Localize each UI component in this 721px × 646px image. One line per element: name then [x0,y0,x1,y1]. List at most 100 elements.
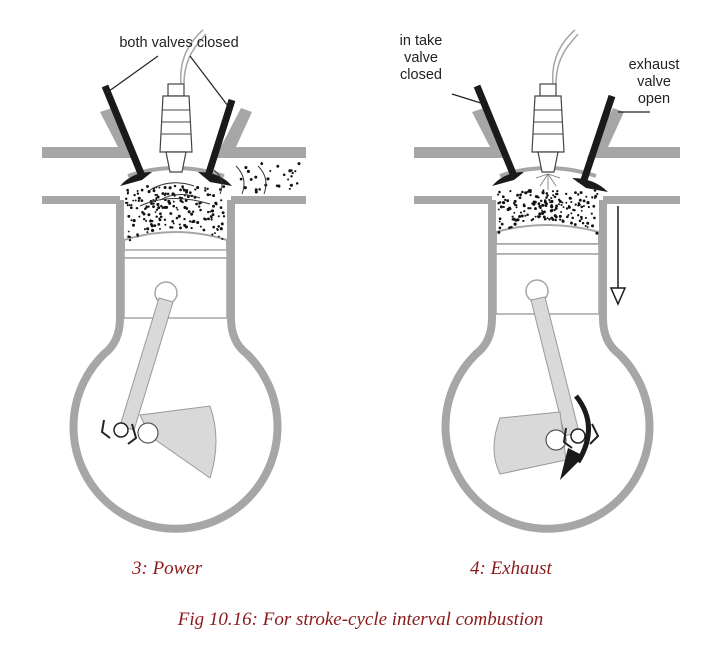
particle [577,202,580,205]
particle [518,196,522,200]
particle [565,207,569,210]
particle [207,210,210,214]
particle [592,204,596,208]
particle [561,219,565,223]
particle [297,162,301,166]
particle [595,231,599,235]
particle [172,200,175,203]
particle [249,177,253,181]
particle [183,223,187,227]
particle [537,196,540,199]
particle [260,162,264,166]
particle [529,194,532,197]
particle [290,175,293,178]
particle [146,231,149,234]
particle [216,228,219,230]
particle [217,225,220,228]
particle [516,193,520,197]
particle [159,215,163,219]
particle [580,205,584,209]
particle [185,207,189,210]
annotation-text: both valves closed [119,35,239,51]
particle [526,213,529,217]
particle [577,193,580,196]
particle [159,212,162,216]
particle [198,201,201,205]
particle [152,198,155,202]
leader-line [189,55,229,107]
particle [196,185,200,190]
particle [508,226,511,230]
particle [130,203,133,207]
particle [501,195,505,199]
particle [534,215,537,218]
annotation-text: closed [400,67,442,83]
annotation-text: open [637,91,671,107]
particle [511,218,514,221]
particle [191,220,194,224]
particle [210,216,213,219]
particle [186,195,190,199]
particle [130,219,133,222]
particle [156,195,160,199]
particle [519,193,523,197]
particle [560,211,563,213]
particle [557,203,560,206]
exhaust-valve-open-label: exhaust valve open [614,57,694,108]
particle [543,210,546,214]
particle [164,223,167,226]
particle [551,190,555,193]
particle [580,218,583,221]
particle [154,193,157,196]
particle [596,192,599,195]
particle [537,202,541,206]
particle [497,208,500,211]
particle [529,207,532,210]
particle [580,215,583,219]
particle [129,206,133,210]
particle [127,191,130,194]
particle [209,210,212,213]
particle [145,219,148,222]
particle [207,217,210,221]
particle [153,224,157,227]
particle [155,215,158,218]
particle [510,225,513,229]
particle [177,214,181,218]
particle [217,215,220,218]
intake-valve [101,84,152,186]
particle [552,194,555,197]
particle [211,233,214,236]
particle [511,215,514,218]
particle [181,185,184,188]
exhaust-stroke-panel [414,29,680,533]
particle [126,204,129,207]
particle [147,190,151,194]
particle [150,224,154,228]
particle [182,188,186,192]
exhaust-valve [198,98,236,186]
particle [554,206,558,210]
particle [244,165,248,170]
particle [548,198,551,202]
particle [198,205,201,208]
particle [558,214,562,218]
annotation-text: valve [404,50,438,66]
particle [254,175,258,179]
particle [135,207,138,210]
particle [169,212,173,215]
particle [127,235,130,238]
particle [142,217,146,221]
crank-web [493,411,567,475]
particle [159,227,161,230]
particle [513,222,517,226]
particle [175,206,178,209]
power-caption: 3: Power [132,558,203,579]
particle [515,206,518,209]
particle [497,193,500,196]
particle [550,204,553,207]
particle [571,216,574,220]
particle [172,222,175,225]
particle [295,182,299,185]
particle [527,189,531,192]
